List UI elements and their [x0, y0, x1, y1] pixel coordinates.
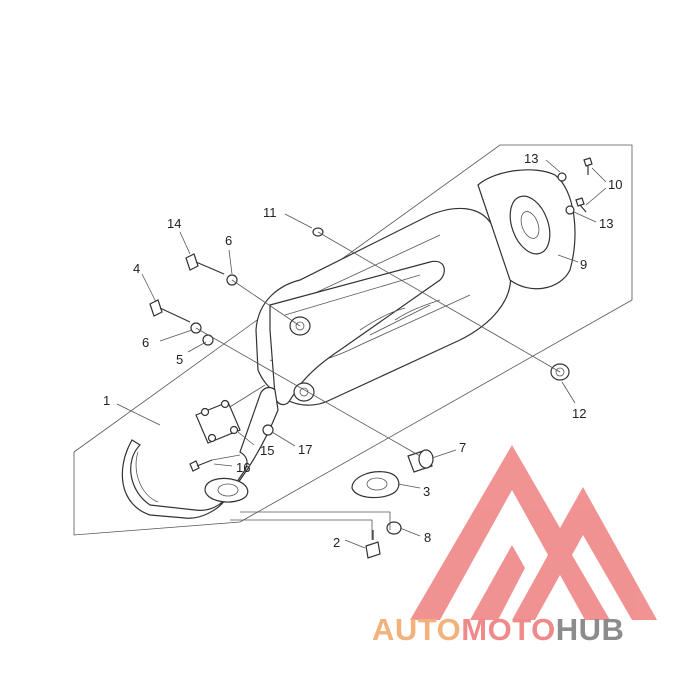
rear-end-cap	[477, 169, 576, 290]
watermark-text-moto: MOTO	[461, 612, 556, 647]
callout-6-upper: 6	[225, 233, 232, 248]
rubber-bushing	[407, 449, 434, 473]
watermark-text-hub: HUB	[555, 612, 625, 647]
callout-14: 14	[167, 216, 181, 231]
bolt-long-upper	[185, 253, 225, 275]
callout-9: 9	[580, 257, 587, 272]
watermark-text: AUTOMOTOHUB	[372, 612, 624, 648]
callout-7: 7	[459, 440, 466, 455]
washer-17	[262, 424, 274, 436]
callout-8: 8	[424, 530, 431, 545]
callout-5: 5	[176, 352, 183, 367]
assembly-outline-frame	[73, 144, 633, 536]
callout-1: 1	[103, 393, 110, 408]
callout-3: 3	[423, 484, 430, 499]
bolt-long-lower	[149, 299, 191, 323]
pipe-inlet-flange	[204, 477, 249, 503]
stud-bolt	[365, 530, 381, 559]
assembly-guide-lines	[195, 231, 561, 540]
callout-11: 11	[263, 205, 277, 220]
callout-4: 4	[133, 261, 140, 276]
callout-16: 16	[236, 460, 250, 475]
callout-17: 17	[298, 442, 312, 457]
bolt-small	[189, 459, 213, 472]
gasket	[351, 471, 400, 499]
callout-2: 2	[333, 535, 340, 550]
exhaust-pipe	[121, 384, 279, 519]
nut-8	[386, 521, 402, 535]
callout-12: 12	[572, 406, 586, 421]
callout-15: 15	[260, 443, 274, 458]
bracket-bushing-lower	[293, 382, 315, 402]
washer-13-top	[557, 172, 567, 182]
callout-leaders	[116, 159, 607, 549]
washer-13-side	[565, 205, 575, 215]
watermark-logo-mark	[410, 445, 657, 620]
heat-shield-bracket	[269, 260, 445, 406]
screw-top	[583, 157, 593, 175]
pipe-flange	[195, 399, 241, 444]
screw-side	[575, 197, 587, 213]
callout-13-top: 13	[524, 151, 538, 166]
callout-10: 10	[608, 177, 622, 192]
callout-13-side: 13	[599, 216, 613, 231]
callout-6-lower: 6	[142, 335, 149, 350]
watermark-text-auto: AUTO	[372, 612, 462, 647]
